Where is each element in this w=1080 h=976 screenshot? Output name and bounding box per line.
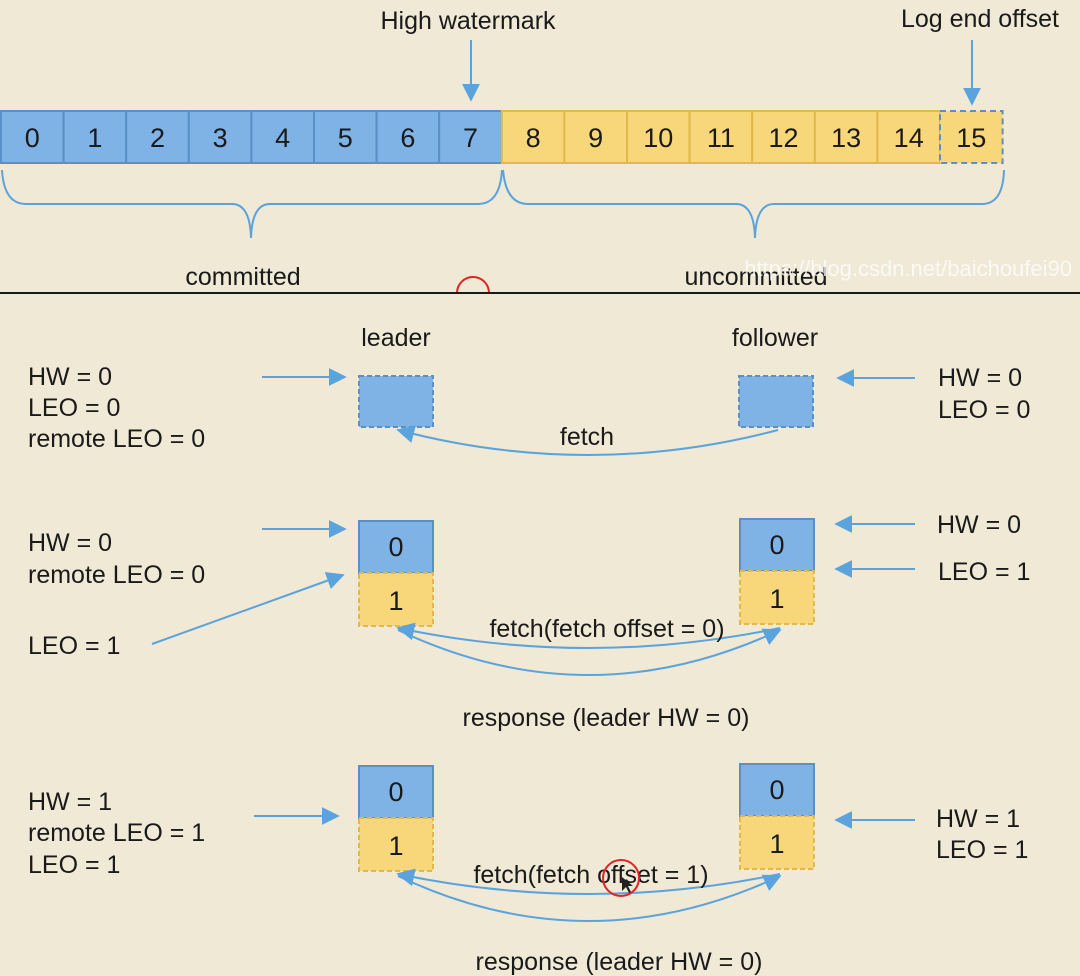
step1-leader-leo: LEO = 0 [28,394,120,422]
step3-leader-cell-1 [358,817,434,872]
step3-follower-leo: LEO = 1 [936,836,1028,864]
offset-cell-2-text: 2 [150,123,165,153]
offset-cell-11-text: 11 [707,123,735,153]
step3-leader-cell-0-text: 0 [388,777,403,807]
cursor-ring-top [456,276,490,294]
offset-cell-7 [438,110,503,164]
step3-follower-cell-0-text: 0 [769,775,784,805]
offset-cell-6 [375,110,441,164]
step2-follower-cell-0 [739,518,815,572]
offset-cell-10-text: 10 [643,123,673,153]
step2-leader-leo-arrow [151,572,345,645]
step-3: HW = 1 remote LEO = 1 LEO = 1 0 1 0 1 HW… [28,763,1028,976]
offset-cell-7-text: 7 [463,123,478,153]
step2-leader-hw: HW = 0 [28,529,112,557]
offset-cell-5 [313,110,378,164]
step1-fetch-arrow [396,425,779,456]
step3-response-arrow [397,874,782,922]
step3-response-label: response (leader HW = 0) [476,948,763,976]
offset-cell-11 [688,110,754,164]
step3-leader-leo: LEO = 1 [28,851,120,879]
step2-fetch-label: fetch(fetch offset = 0) [489,615,724,643]
step1-fetch-label: fetch [560,423,614,451]
step2-follower-cell-1 [739,570,815,625]
step2-response-arrow [397,628,782,676]
step2-follower-hw: HW = 0 [937,511,1021,539]
step2-response-label: response (leader HW = 0) [463,704,750,732]
offset-cell-15 [939,110,1004,164]
offset-cell-13 [813,110,879,164]
step2-fetch-arrow [396,622,781,649]
offset-cell-12-text: 12 [768,123,798,153]
offset-cell-6-text: 6 [400,123,415,153]
offset-cell-9-text: 9 [588,123,603,153]
uncommitted-label: uncommitted [684,263,827,291]
follower-title: follower [732,324,818,352]
offset-cell-3-text: 3 [213,123,228,153]
step3-leader-remote-leo: remote LEO = 1 [28,819,205,847]
step3-leader-cell-1-text: 1 [388,831,403,861]
step3-fetch-arrow [396,868,781,895]
step2-leader-leo: LEO = 1 [28,632,120,660]
offset-cell-14 [876,110,942,164]
committed-brace [1,169,503,239]
step-2: HW = 0 remote LEO = 0 LEO = 1 0 1 0 1 HW… [28,511,1030,732]
offset-cell-8 [500,110,566,164]
uncommitted-brace [502,169,1005,239]
step2-follower-leo: LEO = 1 [938,558,1030,586]
step1-follower-leo: LEO = 0 [938,396,1030,424]
step2-leader-cell-1-text: 1 [388,586,403,616]
offset-cell-10 [626,110,691,164]
committed-label: committed [185,263,300,291]
step1-leader-hw: HW = 0 [28,363,112,391]
log-end-offset-label: Log end offset [901,5,1059,33]
step-1: leader follower HW = 0 LEO = 0 remote LE… [28,324,1030,456]
offset-cell-0-text: 0 [25,123,40,153]
step1-leader-remote-leo: remote LEO = 0 [28,425,205,453]
step2-leader-remote-leo: remote LEO = 0 [28,561,205,589]
offset-cell-3 [187,110,253,164]
step1-leader-empty-log [358,375,434,428]
leader-title: leader [361,324,431,352]
offset-cell-1-text: 1 [87,123,102,153]
watermark-text: https://blog.csdn.net/baichoufei90 [744,256,1072,281]
step2-follower-cell-1-text: 1 [769,584,784,614]
step2-follower-cell-0-text: 0 [769,530,784,560]
step3-leader-cell-0 [358,765,434,819]
offset-cell-5-text: 5 [338,123,353,153]
offset-cell-4-text: 4 [275,123,290,153]
step2-leader-cell-0-text: 0 [388,532,403,562]
step3-leader-hw: HW = 1 [28,788,112,816]
offset-cell-15-text: 15 [956,123,986,153]
offset-cell-8-text: 8 [526,123,541,153]
offset-cell-14-text: 14 [894,123,924,153]
step3-follower-cell-1 [739,815,815,870]
step1-follower-empty-log [738,375,814,428]
offset-cell-13-text: 13 [831,123,861,153]
step3-fetch-label: fetch(fetch offset = 1) [473,861,708,889]
step1-follower-hw: HW = 0 [938,364,1022,392]
mouse-pointer-icon [622,877,633,893]
offset-cell-9 [563,110,629,164]
step2-leader-cell-1 [358,572,434,627]
cursor-ring-bottom [602,859,640,897]
step3-follower-hw: HW = 1 [936,805,1020,833]
step3-follower-cell-1-text: 1 [769,829,784,859]
high-watermark-label: High watermark [380,7,556,35]
offset-cell-2 [125,110,190,164]
